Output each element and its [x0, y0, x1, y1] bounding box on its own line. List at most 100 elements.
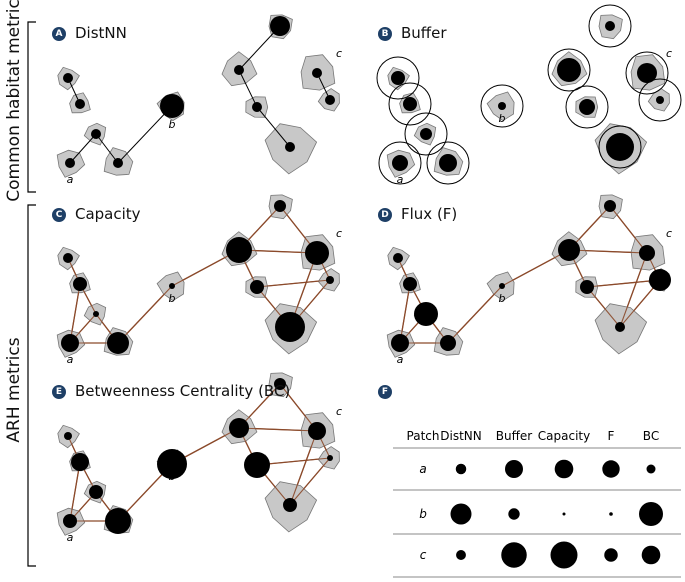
capacity-node-2	[93, 311, 99, 317]
flux-edge-top-9	[609, 205, 648, 254]
table-cell-c-buffer	[501, 542, 527, 568]
panel-title-c: C Capacity	[52, 205, 141, 223]
bc-node-1	[71, 453, 89, 471]
flux-edge-top-13	[586, 279, 661, 288]
buffer-node-0	[391, 71, 405, 85]
flux-node-11	[649, 269, 671, 291]
capacity-node-5	[169, 283, 175, 289]
buffer-ring-6	[588, 4, 632, 48]
buffer-node-10	[637, 63, 657, 83]
panel-title-text-a: DistNN	[75, 24, 127, 42]
buffer-node-7	[557, 58, 581, 82]
bracket-arh	[27, 204, 36, 567]
panel-badge-e: E	[52, 385, 66, 399]
bc-edge-top-9	[279, 383, 318, 432]
buffer-ring-10	[625, 51, 669, 95]
panel-title-f: F	[378, 382, 401, 400]
table-cell-b-buffer	[508, 508, 520, 520]
capacity-node-11	[326, 276, 334, 284]
flux-label-c: c	[666, 227, 672, 240]
buffer-ring-1	[388, 82, 432, 126]
table-cell-c-f	[604, 548, 618, 562]
bc-node-2	[89, 485, 103, 499]
panel-badge-f: F	[378, 385, 392, 399]
group-label-arh: ARH metrics	[4, 337, 24, 443]
capacity-label-c: c	[336, 227, 342, 240]
bc-node-7	[229, 418, 249, 438]
panel-title-text-e: Betweenness Centrality (BC)	[75, 382, 291, 400]
flux-edge-top-16	[619, 252, 648, 328]
distnn-arrow-4	[238, 25, 281, 71]
capacity-node-6	[274, 200, 286, 212]
flux-edge-top-11	[568, 249, 648, 254]
panel-badge-c: C	[52, 208, 66, 222]
distnn-node-7	[234, 65, 244, 75]
panel-badge-a: A	[52, 27, 66, 41]
flux-node-2	[414, 302, 438, 326]
bc-node-10	[308, 422, 326, 440]
distnn-node-11	[325, 95, 335, 105]
flux-edge-top-6	[447, 285, 503, 344]
bc-node-5	[157, 449, 187, 479]
buffer-ring-7	[547, 48, 591, 92]
distnn-node-1	[75, 99, 85, 109]
table-cell-c-capacity	[550, 541, 578, 569]
capacity-node-7	[226, 237, 252, 263]
distnn-node-3	[65, 158, 75, 168]
flux-edge-top-7	[501, 249, 570, 287]
flux-edge-top-5	[399, 283, 411, 344]
distnn-arrow-3	[117, 105, 173, 164]
table-cell-b-distnn	[450, 503, 472, 525]
capacity-label-b: b	[169, 292, 176, 305]
bc-label-c: c	[336, 405, 342, 418]
table-header-2: Buffer	[496, 429, 532, 443]
bc-edge-top-11	[238, 427, 318, 432]
buffer-label-b: b	[499, 112, 506, 125]
bc-edge-top-15	[289, 457, 331, 506]
distnn-arrow-6	[256, 106, 291, 148]
panel-title-text-c: Capacity	[75, 205, 141, 223]
table-row-label-b: b	[419, 507, 427, 521]
bc-node-0	[64, 432, 72, 440]
flux-node-9	[615, 322, 625, 332]
buffer-ring-8	[565, 85, 609, 129]
table-cell-b-f	[609, 512, 613, 516]
distnn-node-6	[270, 16, 290, 36]
capacity-edge-top-13	[256, 279, 331, 288]
panel-badge-d: D	[378, 208, 392, 222]
buffer-node-4	[439, 154, 457, 172]
bc-edge-top-16	[289, 430, 318, 506]
flux-label-b: b	[499, 292, 506, 305]
distnn-arrow-2	[95, 133, 119, 164]
distnn-node-0	[63, 73, 73, 83]
panel-title-a: A DistNN	[52, 24, 127, 42]
table-header-1: DistNN	[440, 429, 481, 443]
distnn-node-10	[312, 68, 322, 78]
buffer-ring-4	[426, 141, 470, 185]
distnn-node-5	[160, 94, 184, 118]
capacity-node-10	[305, 241, 329, 265]
distnn-arrow-5	[238, 69, 258, 108]
buffer-node-6	[605, 21, 615, 31]
distnn-node-8	[252, 102, 262, 112]
capacity-node-4	[107, 332, 129, 354]
buffer-ring-11	[638, 78, 682, 122]
capacity-node-1	[73, 277, 87, 291]
bc-node-8	[244, 452, 270, 478]
bc-edge-top-8	[238, 383, 281, 429]
panel-badge-b: B	[378, 27, 392, 41]
flux-node-3	[391, 334, 409, 352]
panel-title-e: E Betweenness Centrality (BC)	[52, 382, 290, 400]
capacity-edge-top-6	[117, 285, 173, 344]
flux-edge-top-14	[586, 286, 621, 328]
buffer-ring-3	[378, 141, 422, 185]
table-cell-c-distnn	[456, 550, 466, 560]
flux-node-7	[558, 239, 580, 261]
table-header-0: Patch	[407, 429, 440, 443]
bracket-common	[27, 21, 36, 193]
buffer-node-2	[420, 128, 432, 140]
bc-node-11	[327, 455, 333, 461]
table-row-label-a: a	[419, 462, 426, 476]
